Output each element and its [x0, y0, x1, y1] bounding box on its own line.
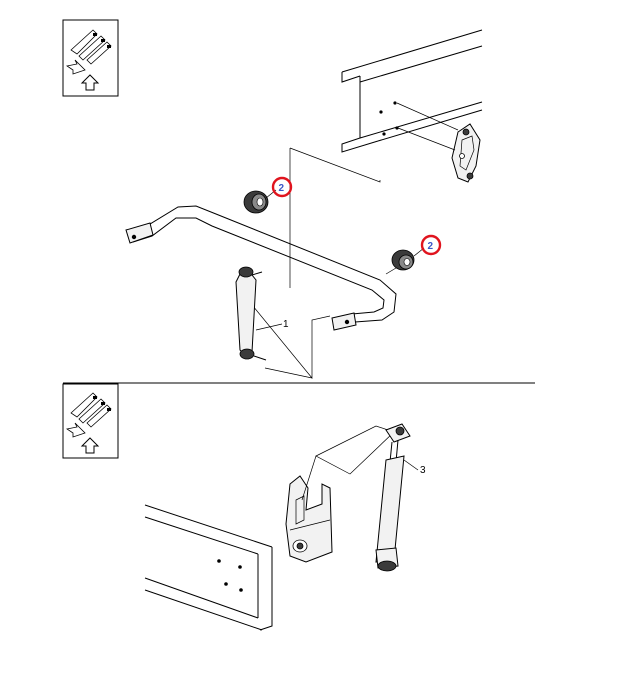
- callout-bushing-lower: 2: [428, 241, 434, 252]
- bushing-upper: [243, 189, 277, 214]
- highlight-bushing-upper: 2: [271, 176, 293, 198]
- frame-rail-top: [341, 29, 483, 153]
- callout-stabilizer-link: 1: [283, 319, 289, 330]
- bushing-lower: [385, 247, 425, 275]
- leader-lines: [301, 425, 395, 501]
- callout-bushing-upper: 2: [279, 183, 285, 194]
- callout-shock-absorber: 3: [420, 465, 426, 476]
- stabilizer-bracket: [396, 102, 481, 183]
- shock-mount-bracket: [285, 475, 333, 563]
- stabilizer-bar: [125, 205, 397, 331]
- shock-absorber: [375, 423, 419, 572]
- highlight-bushing-lower: 2: [420, 234, 442, 256]
- view-orientation-icon: [62, 19, 119, 97]
- frame-rail-bottom: [144, 504, 273, 631]
- view-orientation-icon: [62, 383, 119, 459]
- leader-lines: [247, 147, 381, 379]
- stabilizer-link: [235, 266, 283, 361]
